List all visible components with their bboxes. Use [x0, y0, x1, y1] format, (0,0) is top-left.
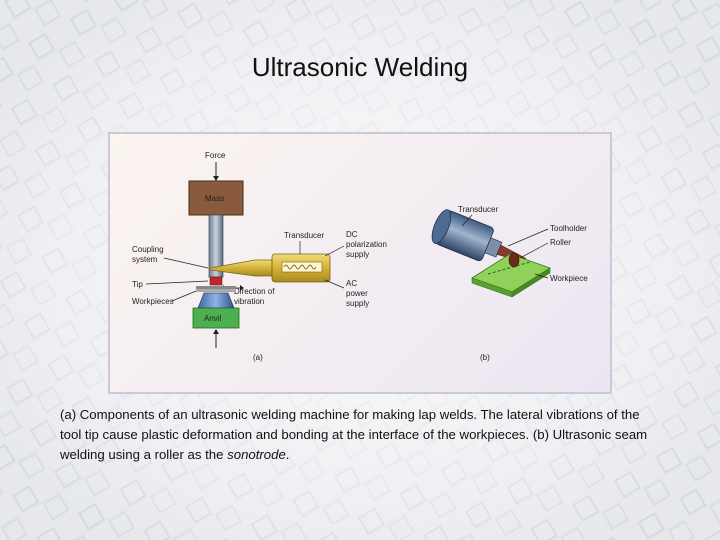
- figure-drawing: Force Mass Transducer DC polarization su…: [132, 151, 588, 362]
- label-mass: Mass: [205, 194, 224, 203]
- caption-text: (a) Components of an ultrasonic welding …: [60, 407, 648, 462]
- label-anvil: Anvil: [204, 314, 222, 323]
- tool-tip: [209, 276, 223, 286]
- caption-emphasis: sonotrode: [227, 447, 286, 462]
- welding-figure: Force Mass Transducer DC polarization su…: [108, 132, 612, 394]
- label-dc-3: supply: [346, 250, 369, 259]
- label-transducer-a: Transducer: [284, 231, 325, 240]
- label-toolholder: Toolholder: [550, 224, 587, 233]
- label-workpieces: Workpieces: [132, 297, 174, 306]
- label-tip: Tip: [132, 280, 143, 289]
- label-ac-3: supply: [346, 299, 369, 308]
- label-panel-a: (a): [253, 353, 263, 362]
- label-roller: Roller: [550, 238, 571, 247]
- label-transducer-b: Transducer: [458, 205, 499, 214]
- label-dc-1: DC: [346, 230, 358, 239]
- figure-caption: (a) Components of an ultrasonic welding …: [60, 405, 660, 465]
- label-coupling-1: Coupling: [132, 245, 164, 254]
- anvil: [192, 307, 240, 329]
- label-direction-1: Direction of: [234, 287, 275, 296]
- label-dc-2: polarization: [346, 240, 387, 249]
- transducer-cylinder: [431, 209, 527, 263]
- roller: [508, 252, 520, 268]
- panel-a: Force Mass Transducer DC polarization su…: [132, 151, 387, 362]
- label-ac-2: power: [346, 289, 368, 298]
- label-direction-2: vibration: [234, 297, 264, 306]
- label-ac-1: AC: [346, 279, 357, 288]
- label-workpiece: Workpiece: [550, 274, 588, 283]
- panel-b: Transducer Toolholder Roller Workpiece (…: [431, 205, 588, 362]
- label-force: Force: [205, 151, 226, 160]
- caption-end: .: [285, 447, 290, 462]
- label-panel-b: (b): [480, 353, 490, 362]
- label-coupling-2: system: [132, 255, 158, 264]
- slide-title: Ultrasonic Welding: [251, 52, 469, 82]
